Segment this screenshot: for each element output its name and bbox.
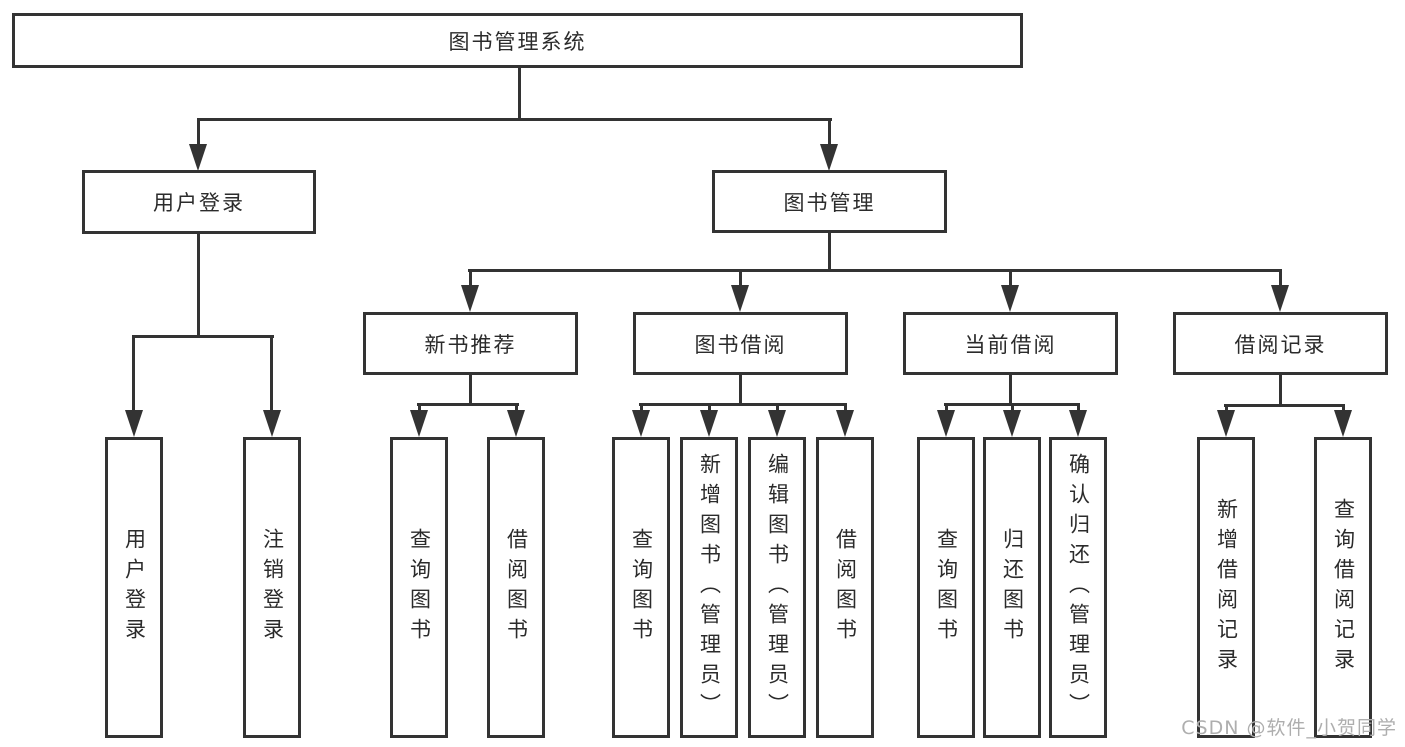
node-current-borrowing: 当前借阅 [903, 312, 1118, 375]
connector-level1-rail [197, 118, 832, 121]
arrowhead-down-icon [937, 410, 955, 437]
connector-level2-rail [468, 269, 1282, 272]
connector-stub [418, 403, 421, 412]
connector-book-management-drop [828, 233, 831, 271]
arrowhead-down-icon [1217, 410, 1235, 437]
leaf-query-books: 查询图书 [390, 437, 448, 738]
arrowhead-down-icon [1271, 285, 1289, 312]
connector-stub [197, 118, 200, 147]
connector-stub [1279, 269, 1282, 287]
connector-stub [515, 403, 518, 412]
connector-stub [844, 403, 847, 412]
leaf-borrow-books: 借阅图书 [487, 437, 545, 738]
leaf-add-book-admin: 新增图书（管理员） [680, 437, 738, 738]
leaf-borrow-books: 借阅图书 [816, 437, 874, 738]
connector-drop [739, 375, 742, 405]
arrowhead-down-icon [263, 410, 281, 437]
arrowhead-down-icon [731, 285, 749, 312]
connector-drop [469, 375, 472, 405]
arrowhead-down-icon [1003, 410, 1021, 437]
leaf-query-books: 查询图书 [612, 437, 670, 738]
connector-root-drop [518, 68, 521, 119]
connector-stub [469, 269, 472, 287]
node-user-login: 用户登录 [82, 170, 316, 234]
node-book-borrowing: 图书借阅 [633, 312, 848, 375]
node-book-management: 图书管理 [712, 170, 947, 233]
connector-stub [708, 403, 711, 412]
connector-stub [945, 403, 948, 412]
node-library-management-system: 图书管理系统 [12, 13, 1023, 68]
csdn-watermark: CSDN @软件_小贺同学 [1181, 717, 1397, 739]
connector-stub [739, 269, 742, 287]
arrowhead-down-icon [1334, 410, 1352, 437]
connector-drop [1279, 375, 1282, 406]
arrowhead-down-icon [410, 410, 428, 437]
connector-rail [639, 403, 847, 406]
connector-stub [1225, 404, 1228, 412]
arrowhead-down-icon [125, 410, 143, 437]
node-borrowing-records: 借阅记录 [1173, 312, 1388, 375]
arrowhead-down-icon [768, 410, 786, 437]
connector-drop [1009, 375, 1012, 405]
leaf-logout: 注销登录 [243, 437, 301, 738]
connector-rail [1224, 404, 1345, 407]
connector-stub [1011, 403, 1014, 412]
leaf-query-books: 查询图书 [917, 437, 975, 738]
connector-stub [270, 335, 273, 412]
arrowhead-down-icon [1001, 285, 1019, 312]
connector-user-login-rail [132, 335, 274, 338]
connector-stub [776, 403, 779, 412]
connector-stub [640, 403, 643, 412]
arrowhead-down-icon [189, 144, 207, 171]
arrowhead-down-icon [700, 410, 718, 437]
connector-stub [1342, 404, 1345, 412]
connector-stub [1077, 403, 1080, 412]
arrowhead-down-icon [507, 410, 525, 437]
node-new-book-recommendation: 新书推荐 [363, 312, 578, 375]
leaf-return-books: 归还图书 [983, 437, 1041, 738]
leaf-confirm-return-admin: 确认归还（管理员） [1049, 437, 1107, 738]
leaf-edit-book-admin: 编辑图书（管理员） [748, 437, 806, 738]
connector-rail [417, 403, 519, 406]
leaf-add-borrow-record: 新增借阅记录 [1197, 437, 1255, 738]
leaf-query-borrow-record: 查询借阅记录 [1314, 437, 1372, 738]
arrowhead-down-icon [461, 285, 479, 312]
arrowhead-down-icon [632, 410, 650, 437]
arrowhead-down-icon [836, 410, 854, 437]
connector-stub [828, 118, 831, 147]
arrowhead-down-icon [820, 144, 838, 171]
connector-user-login-drop [197, 234, 200, 337]
connector-stub [1009, 269, 1012, 287]
connector-stub [132, 335, 135, 412]
arrowhead-down-icon [1069, 410, 1087, 437]
leaf-user-login: 用户登录 [105, 437, 163, 738]
